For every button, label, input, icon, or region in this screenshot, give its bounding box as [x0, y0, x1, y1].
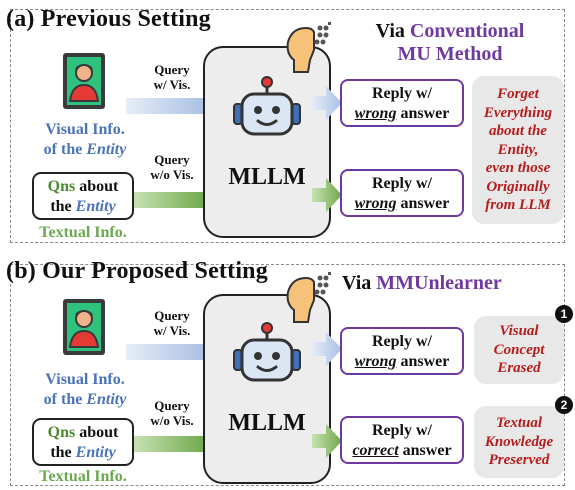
reply-answer-type: correct: [352, 442, 399, 459]
mllm-label: MLLM: [228, 164, 306, 190]
visual-info-of: of the: [43, 141, 83, 158]
input-arrow-visual: [126, 98, 206, 114]
visual-info-entity: Entity: [86, 141, 127, 158]
output-arrow-icon: [312, 424, 342, 458]
query-vis-line1: Query: [154, 308, 190, 323]
query-vis-label: Query w/ Vis.: [140, 308, 204, 338]
reply-line1: Reply w/: [372, 422, 432, 439]
visual-info-label: Visual Info. of the Entity: [36, 120, 134, 160]
panel-a-method: Via Conventional MU Method: [350, 20, 550, 66]
reply-answer-type: wrong: [354, 105, 397, 122]
reply-box: Reply w/ wrong answer: [340, 327, 464, 375]
result-line: Visual: [499, 323, 539, 340]
panel-a-title: (a) Previous Setting: [6, 6, 211, 32]
reply-answer: answer: [400, 195, 450, 212]
query-vis-line2: w/ Vis.: [153, 77, 191, 92]
reply-box: Reply w/ correct answer: [340, 416, 464, 464]
reply-box: Reply w/ wrong answer: [340, 79, 464, 127]
qns-entity: Entity: [75, 198, 116, 215]
query-novis-line2: w/o Vis.: [150, 167, 194, 182]
result-line: Everything: [483, 104, 553, 121]
panel-previous-setting: [10, 9, 565, 243]
result-line: Erased: [497, 360, 541, 377]
query-novis-label: Query w/o Vis.: [140, 398, 204, 428]
reply-answer: answer: [400, 353, 450, 370]
qns-word: Qns: [47, 424, 76, 441]
portrait-photo-icon: [63, 53, 105, 109]
reply-box: Reply w/ wrong answer: [340, 169, 464, 217]
output-arrow-icon: [312, 86, 342, 120]
query-novis-line1: Query: [154, 152, 190, 167]
head-thinking-icon: [286, 272, 331, 323]
result-textual-knowledge-preserved: Textual Knowledge Preserved: [474, 406, 564, 478]
robot-icon: [233, 76, 301, 136]
query-novis-line2: w/o Vis.: [150, 413, 194, 428]
question-box: Qns about the Entity: [32, 172, 134, 220]
input-arrow-text: [134, 436, 206, 452]
mllm-label: MLLM: [228, 410, 306, 436]
query-novis-label: Query w/o Vis.: [140, 152, 204, 182]
query-vis-label: Query w/ Vis.: [140, 62, 204, 92]
reply-answer-type: wrong: [354, 195, 397, 212]
textual-info-label: Textual Info.: [39, 224, 127, 241]
visual-info-line1: Visual Info.: [45, 121, 125, 138]
qns-word: Qns: [47, 178, 76, 195]
via-method-line1: Conventional: [409, 20, 525, 42]
via-method-line2: MU Method: [397, 43, 503, 65]
reply-answer-type: wrong: [354, 353, 397, 370]
visual-info-line1: Visual Info.: [45, 371, 125, 388]
via-prefix: Via: [375, 20, 405, 42]
visual-info-of: of the: [43, 391, 83, 408]
query-vis-line2: w/ Vis.: [153, 323, 191, 338]
result-visual-concept-erased: Visual Concept Erased: [474, 316, 564, 384]
portrait-photo-icon: [63, 299, 105, 355]
panel-b-title: (b) Our Proposed Setting: [6, 258, 268, 284]
visual-info-label: Visual Info. of the Entity: [36, 370, 134, 410]
textual-info-label: Textual Info.: [39, 468, 127, 485]
output-arrow-icon: [312, 332, 342, 366]
result-line: even those: [485, 160, 551, 177]
reply-line1: Reply w/: [372, 85, 432, 102]
robot-icon: [233, 322, 301, 382]
qns-the: the: [50, 444, 72, 461]
result-line: Concept: [493, 341, 545, 358]
panel-proposed-setting: [10, 264, 565, 486]
number-badge-icon: 2: [555, 396, 573, 414]
result-line: Preserved: [488, 452, 550, 469]
reply-answer: answer: [400, 105, 450, 122]
result-line: Knowledge: [484, 433, 554, 450]
result-forget-everything: Forget Everything about the Entity, even…: [472, 76, 564, 224]
qns-about: about: [79, 178, 119, 195]
input-arrow-visual: [126, 344, 206, 360]
result-line: Entity,: [497, 141, 539, 158]
reply-line1: Reply w/: [372, 175, 432, 192]
query-vis-line1: Query: [154, 62, 190, 77]
qns-the: the: [50, 198, 72, 215]
result-line: Textual: [495, 415, 543, 432]
head-thinking-icon: [286, 22, 331, 73]
via-prefix: Via: [342, 272, 372, 294]
question-box: Qns about the Entity: [32, 418, 134, 466]
via-method: MMUnlearner: [376, 272, 502, 294]
number-badge-icon: 1: [555, 305, 573, 323]
result-line: Originally: [486, 178, 550, 195]
reply-line1: Reply w/: [372, 333, 432, 350]
qns-entity: Entity: [75, 444, 116, 461]
reply-answer: answer: [402, 442, 452, 459]
result-line: from LLM: [485, 197, 551, 214]
qns-about: about: [79, 424, 119, 441]
query-novis-line1: Query: [154, 398, 190, 413]
output-arrow-icon: [312, 178, 342, 212]
visual-info-entity: Entity: [86, 391, 127, 408]
result-line: about the: [489, 123, 547, 140]
panel-b-method: Via MMUnlearner: [342, 272, 502, 295]
result-line: Forget: [497, 86, 539, 103]
input-arrow-text: [134, 192, 206, 208]
